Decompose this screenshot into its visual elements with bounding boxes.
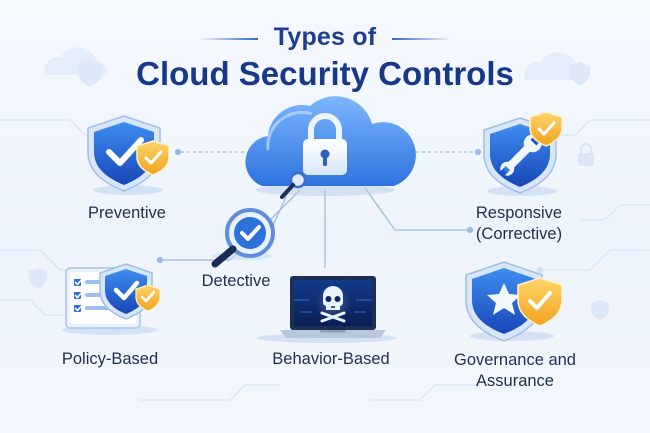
label-responsive-line-1: Responsive bbox=[475, 204, 563, 222]
label-responsive: Responsive (Corrective) bbox=[456, 203, 582, 245]
background-shield-icon bbox=[29, 60, 609, 320]
title-rule-right bbox=[392, 38, 452, 40]
shield-check-icon bbox=[87, 115, 170, 195]
label-governance: Governance and Assurance bbox=[446, 350, 584, 392]
label-governance-line-1: Governance and bbox=[453, 351, 576, 369]
shield-wrench-icon bbox=[483, 111, 563, 196]
label-behavior-based: Behavior-Based bbox=[272, 350, 390, 368]
title-line-1: Types of bbox=[273, 23, 377, 51]
label-governance-line-2: Assurance bbox=[476, 372, 554, 390]
label-detective: Detective bbox=[201, 272, 271, 290]
magnifier-check-icon bbox=[211, 208, 275, 268]
checklist-shield-icon bbox=[62, 263, 161, 335]
label-policy-based: Policy-Based bbox=[61, 350, 159, 368]
label-responsive-line-2: (Corrective) bbox=[475, 225, 563, 243]
cloud-padlock-icon bbox=[245, 96, 416, 199]
label-preventive: Preventive bbox=[88, 204, 166, 222]
title-block: Types of Cloud Security Controls bbox=[0, 22, 650, 94]
shield-star-icon bbox=[465, 261, 563, 342]
background-padlock-icon bbox=[578, 142, 594, 166]
title-rule-left bbox=[198, 38, 258, 40]
connector-lines bbox=[156, 148, 482, 268]
page-title: Cloud Security Controls bbox=[136, 55, 514, 92]
laptop-skull-icon bbox=[257, 276, 397, 343]
